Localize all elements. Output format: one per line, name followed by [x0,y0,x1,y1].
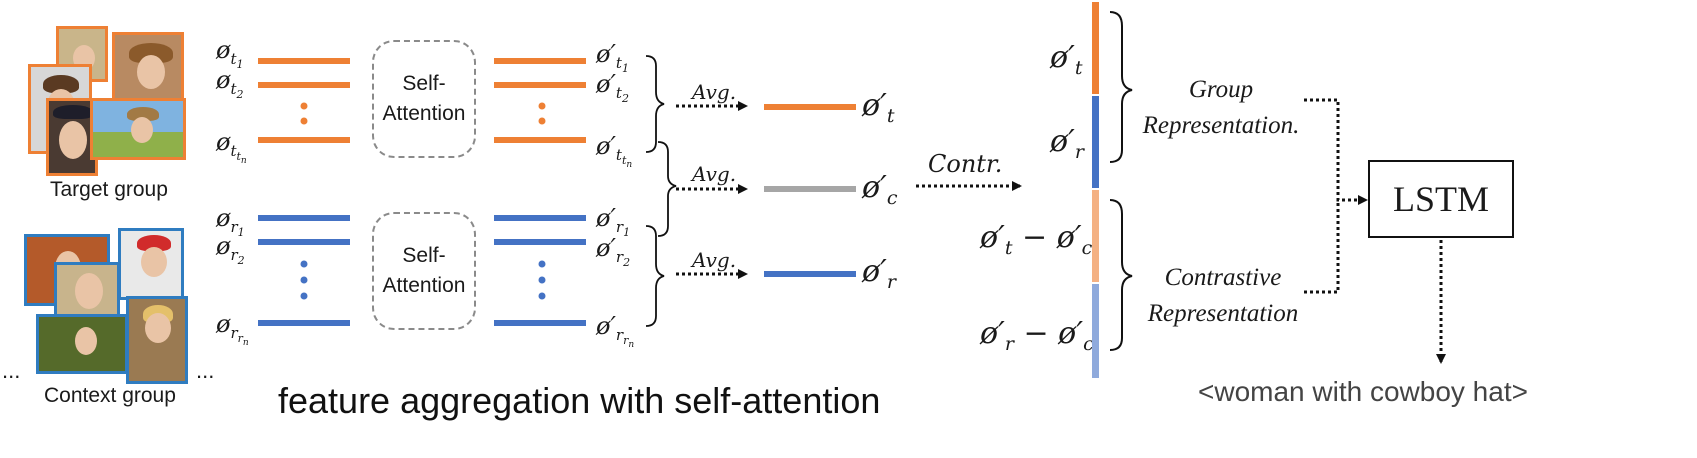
output-bar-t2 [494,82,586,88]
input-label-r1: ør1 [216,204,245,239]
self-attention-block-target: Self- Attention [372,40,476,158]
context-ellipsis-right: ... [196,358,215,383]
target-photo-2 [112,32,184,104]
input-bar-ttn [258,137,350,143]
input-dot-t1 [300,102,308,110]
output-dot-r2 [538,276,546,284]
input-bar-t2 [258,82,350,88]
avg-result-contrast: ø′c [862,170,898,209]
context-photo-5 [126,296,188,384]
output-label-r1: ø′r1 [596,204,631,239]
contrastive-to-lstm-connector [1304,200,1340,294]
output-label-rrn: ø′rrn [596,312,635,350]
stack-segment-t-minus-c [1092,190,1099,282]
avg-label-contrast: Avg. [692,162,737,186]
lstm-label: LSTM [1392,179,1489,219]
context-group-label: Context group [44,384,176,407]
avg-label-context: Avg. [692,248,737,272]
input-dot-t2 [300,117,308,125]
input-bar-r1 [258,215,350,221]
output-bar-r2 [494,239,586,245]
figure-caption: feature aggregation with self-attention [278,380,881,421]
avg-bar-contrast [764,186,856,192]
context-photo-2 [118,228,184,300]
target-group-label: Target group [50,178,168,201]
contrastive-representation-label: Contrastive Representation [1128,260,1318,332]
group-rep-line1: Group [1188,76,1254,103]
group-to-lstm-connector [1304,98,1368,205]
output-dot-t2 [538,117,546,125]
output-bar-ttn [494,137,586,143]
output-caption: <woman with cowboy hat> [1198,376,1528,407]
contr-label: Contr. [928,150,1003,178]
output-dot-t1 [538,102,546,110]
target-photo-5 [90,98,186,160]
contrastive-rep-line1: Contrastive [1164,264,1282,291]
stack-label-r-minus-c: ø′r − ø′c [980,316,1094,355]
input-bar-t1 [258,58,350,64]
stack-segment-r-minus-c [1092,284,1099,378]
input-bar-rrn [258,320,350,326]
stack-label-r: ø′r [1050,124,1084,163]
output-bar-rrn [494,320,586,326]
group-rep-line2: Representation. [1142,112,1300,139]
output-dot-r3 [538,292,546,300]
output-label-t2: ø′t2 [596,70,629,105]
lstm-box: LSTM [1368,160,1514,238]
avg-result-target: ø′t [862,88,895,127]
self-attention-label-2: Attention [382,102,466,125]
avg-label-target: Avg. [692,80,737,104]
output-label-r2: ø′r2 [596,234,631,269]
avg-bar-target [764,104,856,110]
self-attention-block-context: Self- Attention [372,212,476,330]
input-dot-r1 [300,260,308,268]
brace-group-representation [1109,11,1133,163]
context-ellipsis-left: ... [2,358,21,383]
stack-label-t: ø′t [1050,40,1083,79]
output-label-ttn: ø′ttn [596,132,633,170]
output-dot-r1 [538,260,546,268]
output-bar-t1 [494,58,586,64]
self-attention-label-4: Attention [382,274,466,297]
brace-contrastive-representation [1109,199,1133,351]
stack-label-t-minus-c: ø′t − ø′c [980,220,1093,259]
stack-segment-t [1092,2,1099,94]
avg-result-context: ø′r [862,254,896,293]
brace-context [645,225,665,327]
input-bar-r2 [258,239,350,245]
contrastive-rep-line2: Representation [1147,300,1299,327]
input-dot-r3 [300,292,308,300]
self-attention-label-1: Self- [402,72,446,95]
stack-segment-r [1092,96,1099,188]
input-dot-r2 [300,276,308,284]
brace-target [645,55,665,153]
output-label-t1: ø′t1 [596,40,629,75]
target-photo-4 [46,98,98,176]
group-representation-label: Group Representation. [1126,72,1316,144]
input-label-r2: ør2 [216,232,245,267]
avg-bar-context [764,271,856,277]
input-label-ttn: øttn [216,128,247,166]
brace-contrast [657,141,677,237]
input-label-t2: øt2 [216,66,244,101]
output-bar-r1 [494,215,586,221]
self-attention-label-3: Self- [402,244,446,267]
input-label-t1: øt1 [216,36,244,71]
input-label-rrn: ørrn [216,310,249,348]
